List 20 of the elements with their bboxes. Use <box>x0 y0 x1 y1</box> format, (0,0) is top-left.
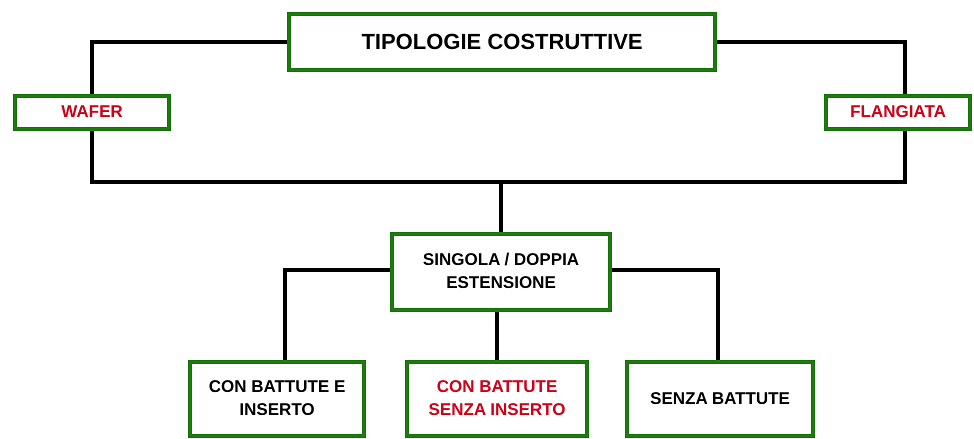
box-label: TIPOLOGIE COSTRUTTIVE <box>361 28 643 56</box>
connector-line <box>499 131 907 232</box>
connector-line <box>495 312 499 360</box>
category-box <box>13 94 171 131</box>
category-box <box>824 94 972 131</box>
connector-line <box>717 40 907 94</box>
category-box <box>287 12 717 72</box>
box-label: CON BATTUTE E INSERTO <box>208 376 346 421</box>
connector-line <box>612 268 720 360</box>
box-label: SENZA BATTUTE <box>650 388 790 410</box>
box-label: WAFER <box>61 101 123 124</box>
category-box <box>625 360 815 438</box>
box-label: FLANGIATA <box>850 101 946 124</box>
box-label: CON BATTUTE SENZA INSERTO <box>428 376 566 421</box>
box-label: SINGOLA / DOPPIA ESTENSIONE <box>422 249 580 294</box>
category-box <box>188 360 366 438</box>
category-box <box>390 232 612 312</box>
connector-line <box>283 268 390 360</box>
category-box <box>405 360 589 438</box>
connector-line <box>90 40 287 94</box>
